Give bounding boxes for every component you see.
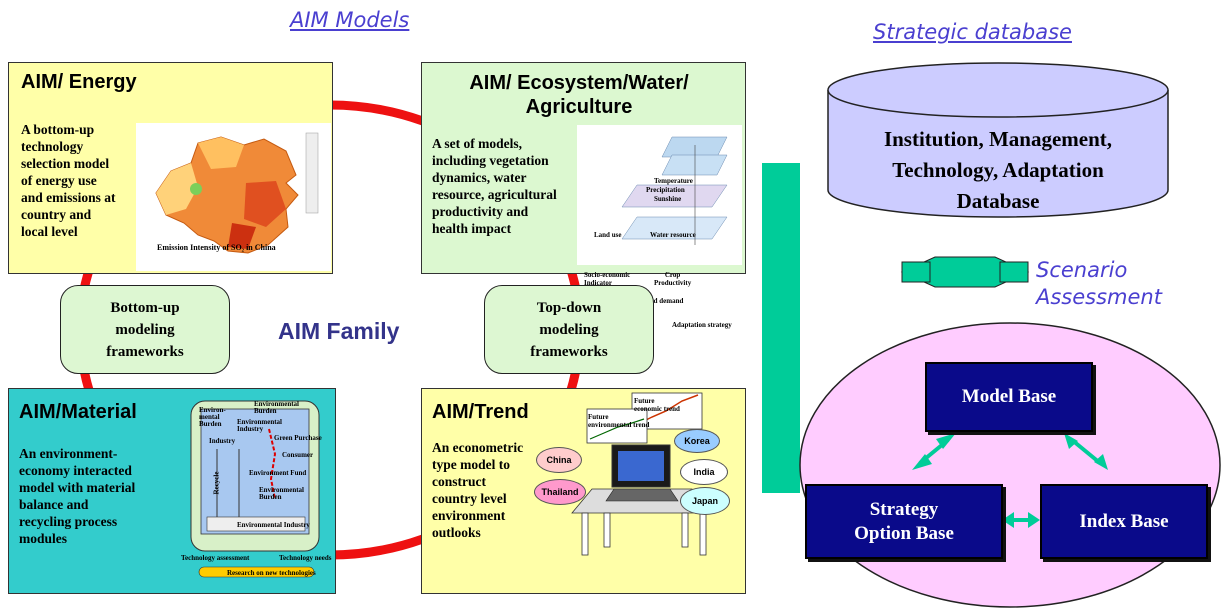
country-india: India xyxy=(680,459,728,485)
strategic-database-heading[interactable]: Strategic database xyxy=(873,20,1072,44)
mat-env-fund: Environment Fund xyxy=(249,469,307,477)
scenario-assessment-label: Scenario Assessment xyxy=(1036,258,1162,309)
arrow-model-index-icon xyxy=(1064,433,1108,470)
country-japan: Japan xyxy=(680,487,730,515)
panel-description: An environment- economy interacted model… xyxy=(19,446,136,546)
mat-green-purchase: Green Purchase xyxy=(274,434,322,442)
panel-description: An econometric type model to construct c… xyxy=(432,440,524,540)
panel-aim-energy: AIM/ Energy A bottom-up technology selec… xyxy=(8,62,333,274)
mat-env-burden-left: Environ- mental Burden xyxy=(199,406,226,428)
ecosystem-layers-image xyxy=(577,125,742,265)
panel-title: AIM/ Energy xyxy=(21,71,137,93)
layer-adaptation: Adaptation strategy xyxy=(672,321,732,329)
mat-env-burden-mid: Environmental Burden xyxy=(259,486,304,501)
index-base-box: Index Base xyxy=(1040,484,1208,559)
map-caption: Emission Intensity of SO₂ in China xyxy=(157,243,276,252)
strategy-option-base-box: Strategy Option Base xyxy=(805,484,1003,559)
top-down-framework-box: Top-down modeling frameworks xyxy=(484,285,654,374)
material-flow-image xyxy=(190,400,320,578)
bottom-up-framework-box: Bottom-up modeling frameworks xyxy=(60,285,230,374)
layer-land-use: Land use xyxy=(594,231,622,239)
mat-recycle: Recycle xyxy=(212,471,221,495)
database-cylinder xyxy=(827,62,1169,218)
layer-precipitation: Precipitation xyxy=(646,186,685,194)
database-cylinder-label: Institution, Management, Technology, Ada… xyxy=(883,127,1113,213)
scenario-double-arrow-icon xyxy=(900,256,1030,288)
teal-connector-bar xyxy=(762,163,800,493)
panel-title: AIM/Material xyxy=(19,401,137,423)
arrow-model-strategy-icon xyxy=(912,433,956,470)
layer-sunshine: Sunshine xyxy=(654,195,682,203)
panel-aim-trend: AIM/Trend An econometric type model to c… xyxy=(421,388,746,594)
panel-aim-material: AIM/Material An environment- economy int… xyxy=(8,388,336,594)
panel-title: AIM/ Ecosystem/Water/ Agriculture xyxy=(469,72,689,118)
layer-socio-economic: Socio-economic Indicator xyxy=(584,271,631,287)
mat-env-industry-bottom: Environmental Industry xyxy=(237,521,310,529)
panel-description: A set of models, including vegetation dy… xyxy=(432,136,557,236)
layer-water-resource: Water resource xyxy=(650,231,696,239)
mat-tech-needs: Technology needs xyxy=(279,554,332,562)
aim-family-label: AIM Family xyxy=(278,318,400,344)
layer-crop-productivity: Crop Productivity xyxy=(654,271,692,287)
future-economic-trend: Future economic trend xyxy=(634,397,680,413)
layer-temperature: Temperature xyxy=(654,177,693,185)
future-environmental-trend: Future environmental trend xyxy=(588,413,650,429)
panel-title: AIM/Trend xyxy=(432,401,529,423)
country-korea: Korea xyxy=(674,429,720,453)
mat-industry: Industry xyxy=(209,437,236,445)
trend-computer-image xyxy=(571,392,713,556)
mat-consumer: Consumer xyxy=(282,451,314,459)
mat-env-burden-top: Environmental Burden xyxy=(254,400,299,415)
china-map-image xyxy=(136,123,331,271)
arrow-strategy-index-icon xyxy=(1002,512,1040,528)
mat-env-industry: Environmental Industry xyxy=(237,418,282,433)
mat-research: Research on new technologies xyxy=(227,569,316,577)
country-thailand: Thailand xyxy=(534,479,586,505)
aim-models-heading[interactable]: AIM Models xyxy=(290,8,410,32)
panel-aim-ecosystem: AIM/ Ecosystem/Water/ Agriculture A set … xyxy=(421,62,746,329)
model-base-box: Model Base xyxy=(925,362,1093,432)
panel-description: A bottom-up technology selection model o… xyxy=(21,122,116,239)
country-china: China xyxy=(536,447,582,473)
mat-tech-assessment: Technology assessment xyxy=(181,554,250,562)
